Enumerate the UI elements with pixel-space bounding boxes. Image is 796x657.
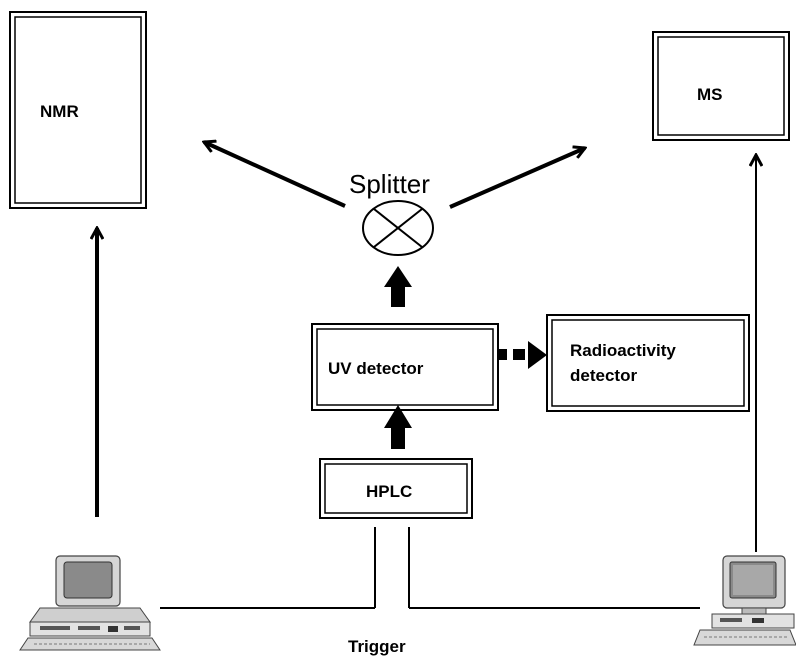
radioactivity-label-line1: Radioactivity bbox=[570, 341, 676, 360]
hplc-box: HPLC bbox=[319, 458, 473, 519]
splitter: Splitter bbox=[349, 169, 434, 256]
uv-to-radioactivity-dashed-arrow bbox=[498, 341, 547, 369]
uv-to-splitter-arrow bbox=[384, 266, 412, 307]
nmr-label: NMR bbox=[40, 102, 79, 121]
nmr-box: NMR bbox=[9, 11, 147, 209]
trigger-label: Trigger bbox=[348, 637, 406, 656]
uv-detector-label: UV detector bbox=[328, 359, 424, 378]
left-computer-icon bbox=[19, 555, 161, 651]
uv-detector-box: UV detector bbox=[311, 323, 499, 411]
hplc-to-uv-arrow bbox=[384, 405, 412, 449]
right-computer-icon bbox=[693, 555, 796, 646]
splitter-to-nmr-arrow bbox=[204, 142, 346, 208]
radioactivity-detector-box: Radioactivity detector bbox=[546, 314, 750, 412]
splitter-to-ms-arrow bbox=[449, 148, 585, 209]
radioactivity-label-line2: detector bbox=[570, 366, 637, 385]
ms-label: MS bbox=[697, 85, 723, 104]
hplc-label: HPLC bbox=[366, 482, 412, 501]
ms-box: MS bbox=[652, 31, 790, 141]
splitter-label: Splitter bbox=[349, 169, 430, 199]
trigger-lines bbox=[160, 527, 700, 609]
